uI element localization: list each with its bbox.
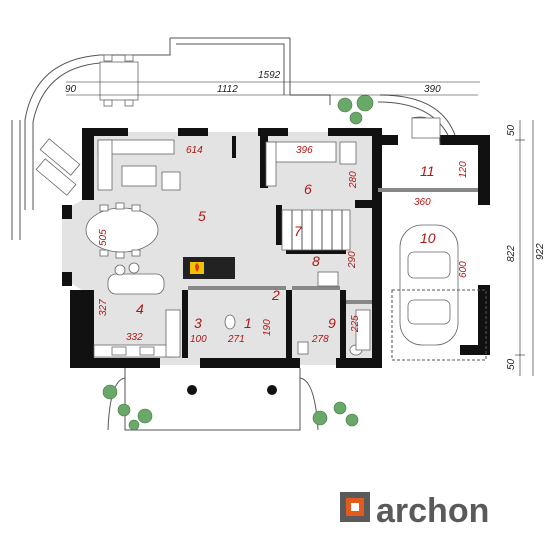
room-label-3: 3 xyxy=(194,315,202,331)
room-label-1: 1 xyxy=(244,315,252,331)
dim-left: 90 xyxy=(65,84,77,95)
room-label-7: 7 xyxy=(294,223,303,239)
lounge-chair xyxy=(35,138,81,196)
car xyxy=(399,224,459,346)
dim-living-width: 614 xyxy=(186,145,203,156)
shrubs xyxy=(102,94,374,431)
kitchen-island xyxy=(107,262,165,295)
dim-room6-height: 280 xyxy=(348,171,359,189)
dim-room2-height: 190 xyxy=(262,319,273,336)
terrace-table xyxy=(99,54,139,107)
fireplace xyxy=(183,257,235,279)
staircase xyxy=(281,209,351,251)
dimension-lines xyxy=(66,81,534,376)
dim-total-width: 1592 xyxy=(258,70,281,81)
dim-room3-width: 100 xyxy=(190,334,207,345)
logo-text: archon xyxy=(376,492,489,530)
dim-middle: 1112 xyxy=(217,84,238,95)
room-label-5: 5 xyxy=(198,208,206,224)
dim-room9-height: 225 xyxy=(350,315,361,333)
dim-room6-width: 396 xyxy=(296,145,313,156)
dim-room11-height: 120 xyxy=(458,161,469,178)
dim-kitchen-width: 332 xyxy=(126,332,143,343)
bathroom-fixtures xyxy=(224,271,371,356)
room-label-10: 10 xyxy=(420,230,436,246)
dim-room9-width: 278 xyxy=(311,334,329,345)
dim-room1-width: 271 xyxy=(227,334,245,345)
sofa xyxy=(97,139,175,191)
dim-height-main: 822 xyxy=(506,245,517,262)
walls xyxy=(62,128,490,368)
dim-garage-height: 600 xyxy=(458,261,469,278)
dim-room8-height: 290 xyxy=(347,251,358,269)
room-label-2: 2 xyxy=(271,287,280,303)
dim-kitchen-height: 327 xyxy=(98,299,109,316)
room-label-11: 11 xyxy=(420,163,435,179)
dim-height-top: 50 xyxy=(506,124,517,136)
dim-dining-height: 505 xyxy=(98,229,109,246)
dining-table xyxy=(85,207,159,253)
room6-furniture xyxy=(265,141,357,187)
room-label-9: 9 xyxy=(328,315,336,331)
room-label-8: 8 xyxy=(312,253,320,269)
terrace-outline xyxy=(11,37,456,240)
dim-height-total: 922 xyxy=(535,243,546,260)
archon-logo: archon xyxy=(340,492,489,530)
room-label-4: 4 xyxy=(136,301,144,317)
partitions xyxy=(188,188,478,304)
kitchen-counter xyxy=(93,309,181,358)
garage-door-outline xyxy=(391,289,487,361)
coffee-table xyxy=(121,165,157,187)
room-label-6: 6 xyxy=(304,181,312,197)
dim-right: 390 xyxy=(424,84,441,95)
dining-chairs xyxy=(99,202,141,259)
porch-box xyxy=(411,117,441,139)
dim-garage-width: 360 xyxy=(414,197,431,208)
dim-height-bottom: 50 xyxy=(506,358,517,370)
armchair xyxy=(161,171,181,191)
